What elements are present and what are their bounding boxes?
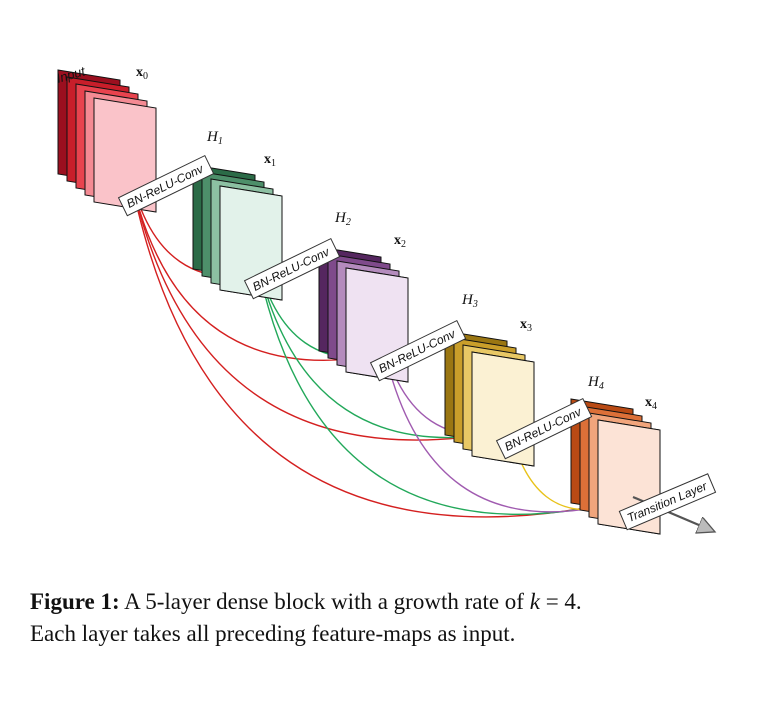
layer-label-h1: H1 xyxy=(206,129,223,147)
feature-map-stack-3 xyxy=(444,330,535,467)
layer-label-h4: H4 xyxy=(587,374,604,392)
figure-caption: Figure 1: A 5-layer dense block with a g… xyxy=(30,586,750,650)
feature-map-stack-2 xyxy=(318,246,409,383)
layer-label-h2: H2 xyxy=(334,210,351,228)
transition-layer-box xyxy=(618,473,717,531)
feature-map-0-4 xyxy=(93,97,157,213)
caption-k-symbol: k xyxy=(529,589,540,614)
caption-figure-label: Figure 1: xyxy=(30,589,120,614)
layer-label-h3: H3 xyxy=(461,292,478,310)
feature-map-label-x4: x4 xyxy=(645,395,657,412)
feature-map-labels: x0 x1 x2 x3 x4 xyxy=(136,65,657,412)
connection-x0-to-h4 xyxy=(125,151,541,441)
caption-k-value: 4. xyxy=(564,589,582,614)
feature-map-label-x2: x2 xyxy=(394,233,406,250)
caption-equals: = xyxy=(545,589,559,614)
feature-map-label-x1: x1 xyxy=(264,152,276,169)
caption-text: A 5-layer dense block with a growth rate… xyxy=(124,589,524,614)
feature-map-label-x0: x0 xyxy=(136,65,148,82)
feature-map-label-x3: x3 xyxy=(520,317,532,334)
connection-x1-to-h5 xyxy=(251,233,635,516)
feature-map-stacks xyxy=(57,69,661,535)
feature-map-stack-0 xyxy=(57,69,157,213)
caption-line2: Each layer takes all preceding feature-m… xyxy=(30,621,516,646)
connection-x0-to-h5 xyxy=(125,151,635,518)
